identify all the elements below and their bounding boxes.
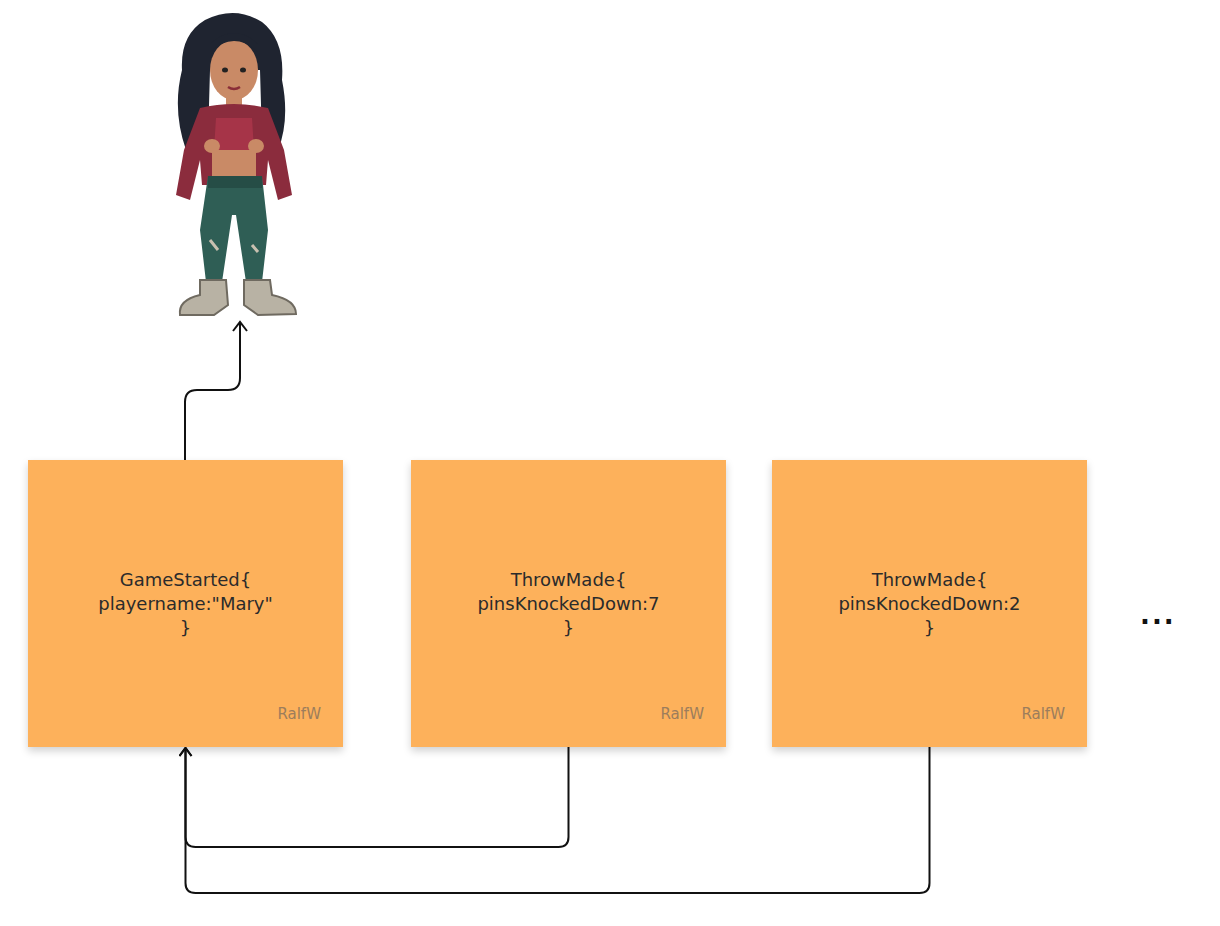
event-sticky: ThrowMade{ pinsKnockedDown:7 } RalfW: [411, 460, 726, 747]
event-text: GameStarted{ playername:"Mary" }: [98, 568, 273, 640]
reference-connector: [186, 747, 930, 893]
reference-connector: [186, 747, 569, 847]
author-watermark: RalfW: [1021, 705, 1065, 723]
author-watermark: RalfW: [277, 705, 321, 723]
event-body: ThrowMade{ pinsKnockedDown:2 }: [772, 460, 1087, 747]
event-body: GameStarted{ playername:"Mary" }: [28, 460, 343, 747]
author-watermark: RalfW: [660, 705, 704, 723]
leader-line: [185, 323, 240, 460]
player-figure: [176, 13, 296, 315]
event-sticky: GameStarted{ playername:"Mary" } RalfW: [28, 460, 343, 747]
event-text: ThrowMade{ pinsKnockedDown:2 }: [838, 568, 1020, 640]
event-text: ThrowMade{ pinsKnockedDown:7 }: [477, 568, 659, 640]
event-body: ThrowMade{ pinsKnockedDown:7 }: [411, 460, 726, 747]
leader-arrowhead: [233, 322, 247, 331]
continuation-ellipsis: ...: [1140, 600, 1176, 630]
event-sticky: ThrowMade{ pinsKnockedDown:2 } RalfW: [772, 460, 1087, 747]
